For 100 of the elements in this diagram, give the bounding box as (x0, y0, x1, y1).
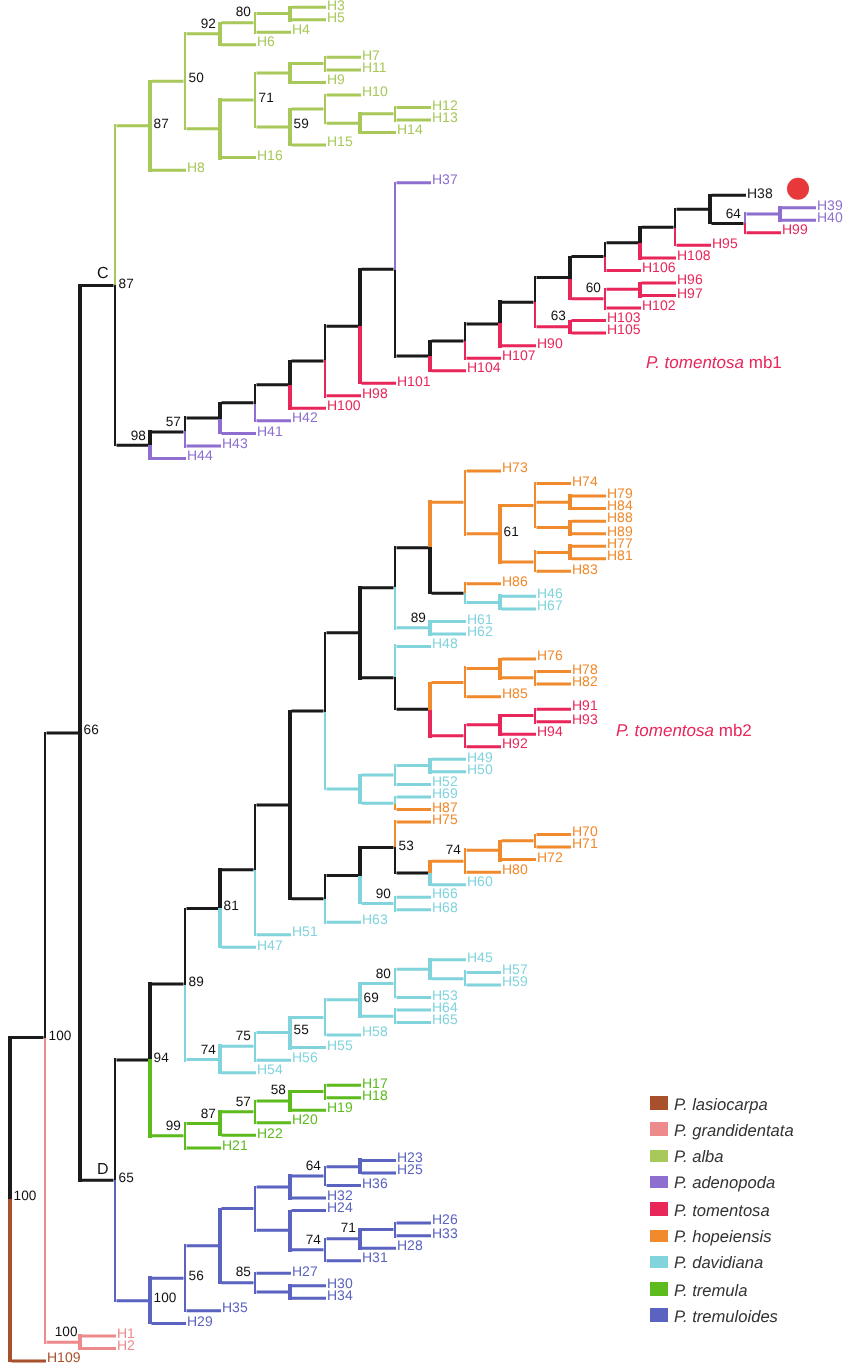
branch-line (501, 732, 536, 736)
branch-line (571, 544, 606, 548)
branch-line (466, 356, 501, 360)
branch-line (221, 98, 254, 102)
branch-line (11, 1359, 46, 1363)
branch-line (323, 631, 327, 791)
branch-line (291, 897, 324, 901)
group-label: P. tomentosa mb2 (616, 720, 752, 740)
branch-line (463, 666, 467, 699)
branch-line (498, 713, 502, 736)
branch-line (81, 284, 114, 287)
branch-line (606, 268, 641, 272)
branch-line (221, 431, 256, 435)
branch-line (361, 586, 394, 590)
branch-line (396, 782, 431, 786)
branch-line (358, 586, 362, 680)
branch-line (396, 1221, 431, 1225)
branch-line (358, 267, 362, 385)
branch-line (571, 519, 606, 523)
clade-label: D (97, 1161, 109, 1178)
branch-line (466, 870, 501, 874)
branch-line (396, 106, 431, 109)
branch-line (393, 644, 397, 711)
branch-line (186, 416, 219, 420)
branch-line (81, 1346, 116, 1350)
group-label: P. tomentosa mb1 (646, 352, 782, 372)
branch-line (466, 582, 501, 586)
branch-line (291, 1090, 324, 1093)
branch-line (501, 676, 534, 680)
branch-line (396, 895, 431, 899)
branch-line (326, 1083, 361, 1087)
branch-line (151, 1134, 184, 1138)
branch-line (218, 98, 222, 160)
branch-line (501, 858, 536, 862)
branch-line (221, 1044, 254, 1048)
branch-line (571, 532, 606, 536)
branch-line (428, 339, 432, 373)
branch-line (256, 1271, 291, 1275)
branch-line (396, 871, 429, 875)
branch-line (361, 1158, 396, 1162)
branch-line (221, 1281, 254, 1285)
branch-line (46, 1340, 79, 1344)
branch-line (361, 901, 394, 905)
branch-line (256, 1228, 289, 1232)
branch-line (151, 456, 186, 460)
legend-label: P. hopeiensis (674, 1226, 772, 1246)
branch-line (466, 322, 499, 326)
branch-line (186, 127, 219, 131)
branch-line (361, 267, 394, 271)
branch-line (291, 1284, 326, 1288)
branch-line (641, 281, 676, 285)
branch-line (676, 243, 711, 247)
branch-line (501, 839, 534, 843)
branch-line (431, 619, 466, 623)
branch-line (253, 383, 257, 423)
branch-line (396, 967, 429, 971)
branch-line (323, 998, 327, 1037)
branch-line (431, 883, 466, 887)
branch-line (501, 713, 534, 717)
branch-line (326, 68, 361, 72)
branch-line (323, 93, 327, 125)
branch-line (256, 1290, 289, 1294)
branch-line (186, 1309, 221, 1313)
branch-line (498, 657, 502, 680)
branch-line (291, 1248, 324, 1252)
branch-line (361, 773, 394, 777)
branch-line (431, 770, 466, 774)
branch-line (463, 469, 467, 536)
branch-line (571, 494, 606, 498)
branch-line (396, 820, 431, 824)
branch-line (463, 322, 467, 360)
branch-line (536, 482, 571, 486)
branch-line (326, 1184, 361, 1187)
branch-line (536, 569, 571, 573)
branch-line (186, 1122, 219, 1126)
branch-line (323, 873, 327, 924)
branch-line (256, 1031, 289, 1035)
branch-line (46, 731, 79, 735)
branch-line (326, 1033, 361, 1037)
branch-line (711, 221, 744, 225)
branch-line (431, 632, 466, 636)
branch-line (253, 803, 257, 937)
branch-line (288, 709, 292, 901)
branch-line (151, 430, 184, 434)
branch-line (256, 803, 289, 807)
branch-line (498, 839, 502, 862)
legend-label: P. adenopoda (674, 1172, 776, 1193)
branch-line (396, 626, 429, 630)
branch-line (396, 795, 431, 799)
branch-line (466, 723, 499, 727)
branch-line (221, 21, 254, 25)
branch-line (326, 394, 361, 398)
branch-line (326, 998, 359, 1002)
branch-line (396, 996, 431, 999)
branch-line (288, 62, 292, 84)
branch-line (536, 325, 569, 329)
branch-line (256, 1185, 289, 1189)
branch-line (361, 1171, 396, 1175)
branch-line (501, 300, 534, 304)
branch-line (536, 500, 569, 504)
